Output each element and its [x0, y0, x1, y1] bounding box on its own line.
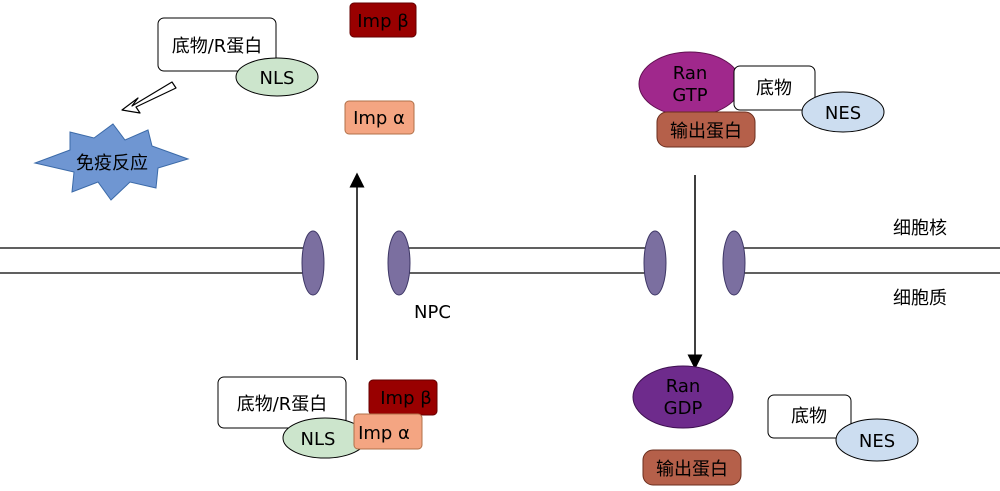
- substrate-box-top: [733, 65, 816, 111]
- substrate-label-bottom: 底物: [791, 406, 827, 427]
- ran-gtp-line1: Ran: [673, 63, 708, 84]
- import-top-complex: 底物/R蛋白 NLS: [157, 17, 319, 97]
- ran-gdp-line1: Ran: [666, 376, 701, 397]
- imp-alpha-box-top: [344, 100, 415, 135]
- imp-beta-box-top: [349, 2, 417, 38]
- nls-label: NLS: [260, 68, 295, 89]
- pore-label: NPC: [414, 302, 451, 323]
- nes-ellipse-bottom: [835, 418, 919, 462]
- substrate-r-protein-box: [157, 17, 277, 72]
- export-bottom-complex: Ran GDP 底物 NES 输出蛋白: [632, 365, 919, 486]
- substrate-r-protein-label: 底物/R蛋白: [172, 36, 263, 57]
- ran-gtp-line2: GTP: [672, 85, 707, 106]
- nuclear-pore-complex: [301, 230, 746, 296]
- nes-label-bottom: NES: [859, 431, 895, 452]
- imp-beta-label-bottom: Imp β: [380, 388, 431, 409]
- nucleus-label: 细胞核: [893, 218, 947, 239]
- nes-ellipse-top: [801, 91, 885, 133]
- immune-response-burst: 免疫反应: [33, 123, 190, 201]
- ran-gtp-ellipse: [638, 51, 742, 117]
- exportin-box-bottom: [642, 449, 742, 486]
- nuclear-envelope: [0, 247, 1000, 274]
- nes-label-top: NES: [825, 103, 861, 124]
- pore-right-a: [643, 230, 667, 296]
- import-bottom-complex: 底物/R蛋白 NLS Imp β Imp α: [217, 376, 438, 459]
- immune-hollow-arrow: [121, 81, 177, 114]
- substrate-r-protein-label-bottom: 底物/R蛋白: [237, 394, 328, 415]
- imp-alpha-label-bottom: Imp α: [358, 423, 410, 444]
- imp-alpha-box-bottom: [353, 413, 423, 450]
- ran-gdp-line2: GDP: [664, 398, 703, 419]
- ran-gdp-ellipse: [632, 365, 734, 429]
- nls-label-bottom: NLS: [301, 429, 336, 450]
- pore-right-b: [722, 230, 746, 296]
- exportin-label-top: 输出蛋白: [670, 121, 742, 142]
- pore-left-b: [387, 230, 411, 296]
- substrate-label-top: 底物: [756, 78, 792, 99]
- immune-response-label: 免疫反应: [76, 153, 148, 174]
- pore-left-a: [301, 230, 325, 296]
- nls-ellipse: [235, 57, 319, 97]
- import-top-importins: Imp β Imp α: [344, 2, 417, 135]
- substrate-box-bottom: [767, 394, 852, 439]
- export-top-complex: Ran GTP 输出蛋白 底物 NES: [638, 51, 885, 148]
- imp-alpha-label-top: Imp α: [353, 108, 405, 129]
- imp-beta-label-top: Imp β: [357, 11, 408, 32]
- exportin-box-top: [656, 111, 756, 148]
- substrate-r-protein-box-bottom: [217, 376, 347, 429]
- cytoplasm-label: 细胞质: [893, 288, 947, 309]
- exportin-label-bottom: 输出蛋白: [656, 459, 728, 480]
